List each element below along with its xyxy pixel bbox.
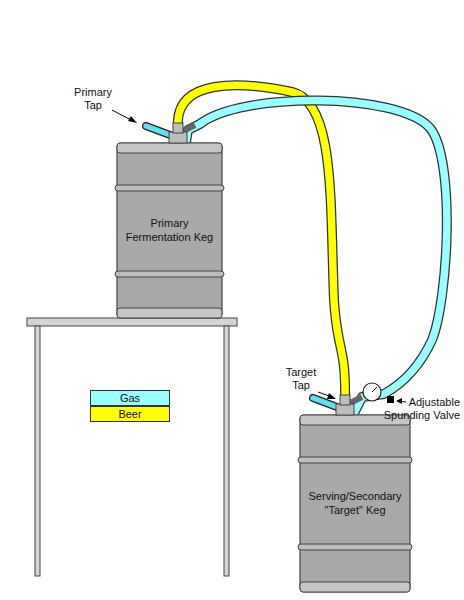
legend-text: Gas	[120, 392, 140, 404]
keg-label: Serving/Secondary "Target" Keg	[307, 490, 403, 516]
legend-text: Beer	[118, 408, 141, 420]
hose-connector	[186, 100, 447, 415]
keg-label: Primary Fermentation Keg	[124, 217, 215, 243]
keg: Primary Fermentation Keg	[117, 143, 222, 318]
legend-swatch: Beer	[90, 406, 170, 422]
legend-swatch: Gas	[90, 390, 170, 406]
keg: Serving/Secondary "Target" Keg	[300, 415, 410, 592]
callout-label: Target Tap	[278, 366, 324, 392]
callout-label: Primary Tap	[70, 86, 116, 112]
callout-label: Adjustable Spunding Valve	[380, 396, 460, 422]
